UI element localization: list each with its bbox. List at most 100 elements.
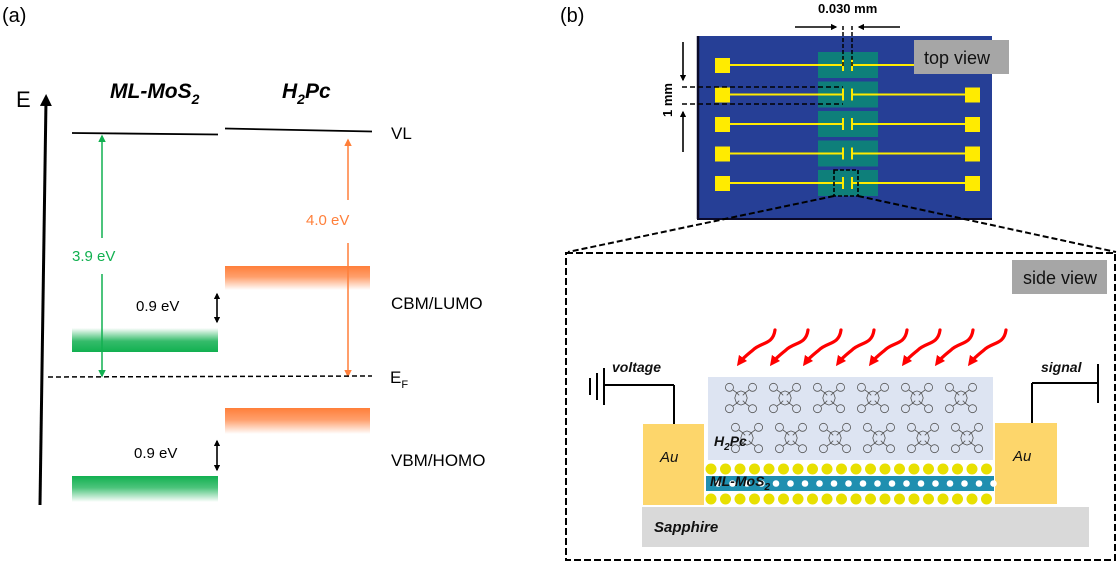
energy-axis-label: E	[16, 87, 31, 112]
fermi-level-label: EF	[390, 368, 408, 391]
zoom-region-box	[833, 169, 859, 197]
s-atom-top	[705, 463, 717, 475]
h2pc-homo-band	[225, 408, 370, 434]
lattice-void	[888, 480, 896, 487]
s-atom-bottom	[952, 493, 963, 505]
contact-pad-right	[965, 146, 980, 162]
lattice-void	[845, 480, 852, 487]
side-view-badge	[1012, 260, 1107, 294]
s-atom-top	[894, 463, 905, 475]
projection-line-right	[857, 195, 1117, 253]
vbm-homo-label: VBM/HOMO	[391, 451, 485, 470]
s-atom-bottom	[937, 493, 949, 505]
light-arrow	[967, 328, 1008, 367]
h2pc-lumo-band	[225, 266, 370, 290]
lattice-void	[729, 480, 736, 487]
lattice-void	[903, 480, 910, 487]
contact-pad-right	[965, 117, 980, 132]
lattice-void	[830, 480, 838, 487]
lattice-void	[917, 480, 925, 487]
lattice-void	[787, 480, 794, 487]
side-view-frame	[565, 252, 1116, 561]
device-2	[715, 81, 980, 108]
s-atom-top	[720, 463, 731, 475]
h2pc-layer-label: H2Pc	[714, 433, 747, 453]
s-atom-bottom	[705, 493, 717, 505]
pitch-dimension-label: 1 mm	[660, 83, 675, 117]
lattice-void	[859, 480, 867, 487]
s-atom-bottom	[879, 493, 891, 505]
projection-line-left	[567, 195, 835, 253]
s-atom-top	[879, 463, 891, 475]
mos2-vbm-band	[72, 476, 218, 502]
au-electrode-left	[643, 424, 704, 505]
s-atom-bottom	[778, 493, 789, 505]
s-atom-bottom	[763, 493, 775, 505]
h2pc-header: H2Pc	[282, 80, 331, 107]
h2pc-work-function-value: 4.0 eV	[306, 212, 349, 229]
contact-pad-left	[715, 146, 730, 162]
contact-pad-left	[715, 117, 730, 132]
top-view-diagram: 0.030 mm 1 mm top view	[660, 1, 1009, 220]
vbm-offset-value: 0.9 eV	[134, 445, 177, 462]
mos2-cbm-band	[72, 328, 218, 352]
s-atom-top	[807, 463, 818, 475]
s-atom-top	[734, 463, 746, 475]
panel-a-label: (a)	[2, 5, 26, 27]
lattice-void	[946, 480, 954, 487]
light-arrow	[835, 328, 876, 367]
mos2-header: ML-MoS2	[110, 80, 200, 107]
s-atom-top	[966, 463, 978, 475]
top-view-badge	[914, 40, 1009, 74]
light-arrow	[736, 328, 777, 367]
s-atom-top	[763, 463, 775, 475]
contact-pad-left	[715, 87, 730, 103]
s-atom-bottom	[981, 493, 992, 505]
mos2-layer-label: ML-MoS2	[710, 473, 770, 493]
light-arrow	[769, 328, 810, 367]
lattice-void	[714, 480, 722, 487]
s-atom-top	[937, 463, 949, 475]
lattice-void	[772, 480, 780, 487]
cbm-offset-value: 0.9 eV	[136, 298, 179, 315]
lattice-void	[961, 480, 968, 487]
contact-pad-left	[715, 176, 730, 191]
au-electrode-right-label: Au	[1012, 448, 1032, 465]
signal-label: signal	[1041, 359, 1083, 375]
lattice-void	[932, 480, 939, 487]
side-view-diagram: side view Sapphire Au Au H2Pc ML-MoS2	[565, 252, 1116, 561]
lattice-void	[990, 480, 997, 487]
device-4	[715, 140, 980, 167]
s-atom-bottom	[836, 493, 847, 505]
s-atom-bottom	[966, 493, 978, 505]
light-arrow	[868, 328, 909, 367]
lattice-void	[758, 480, 765, 487]
s-atom-top	[792, 463, 804, 475]
au-electrode-left-label: Au	[659, 449, 679, 466]
contact-pad-right	[965, 176, 980, 191]
s-atom-bottom	[749, 493, 760, 505]
cbm-lumo-label: CBM/LUMO	[391, 294, 483, 313]
contact-pad-right	[965, 87, 980, 103]
s-atom-bottom	[923, 493, 934, 505]
fermi-level	[47, 375, 373, 378]
light-arrow	[934, 328, 975, 367]
device-array	[715, 52, 980, 196]
device-5	[715, 170, 980, 196]
voltage-label: voltage	[612, 359, 661, 375]
lattice-void	[975, 480, 983, 487]
panel-b-label: (b)	[560, 5, 584, 27]
s-atom-bottom	[792, 493, 804, 505]
s-atom-top	[908, 463, 920, 475]
contact-pad-left	[715, 58, 730, 73]
incident-light	[736, 328, 1008, 367]
s-atom-top	[778, 463, 789, 475]
s-atom-top	[923, 463, 934, 475]
s-atom-top	[865, 463, 876, 475]
vl-label: VL	[391, 124, 412, 143]
s-atom-bottom	[850, 493, 862, 505]
s-atom-top	[850, 463, 862, 475]
au-electrode-right	[995, 423, 1057, 504]
light-arrow	[802, 328, 843, 367]
